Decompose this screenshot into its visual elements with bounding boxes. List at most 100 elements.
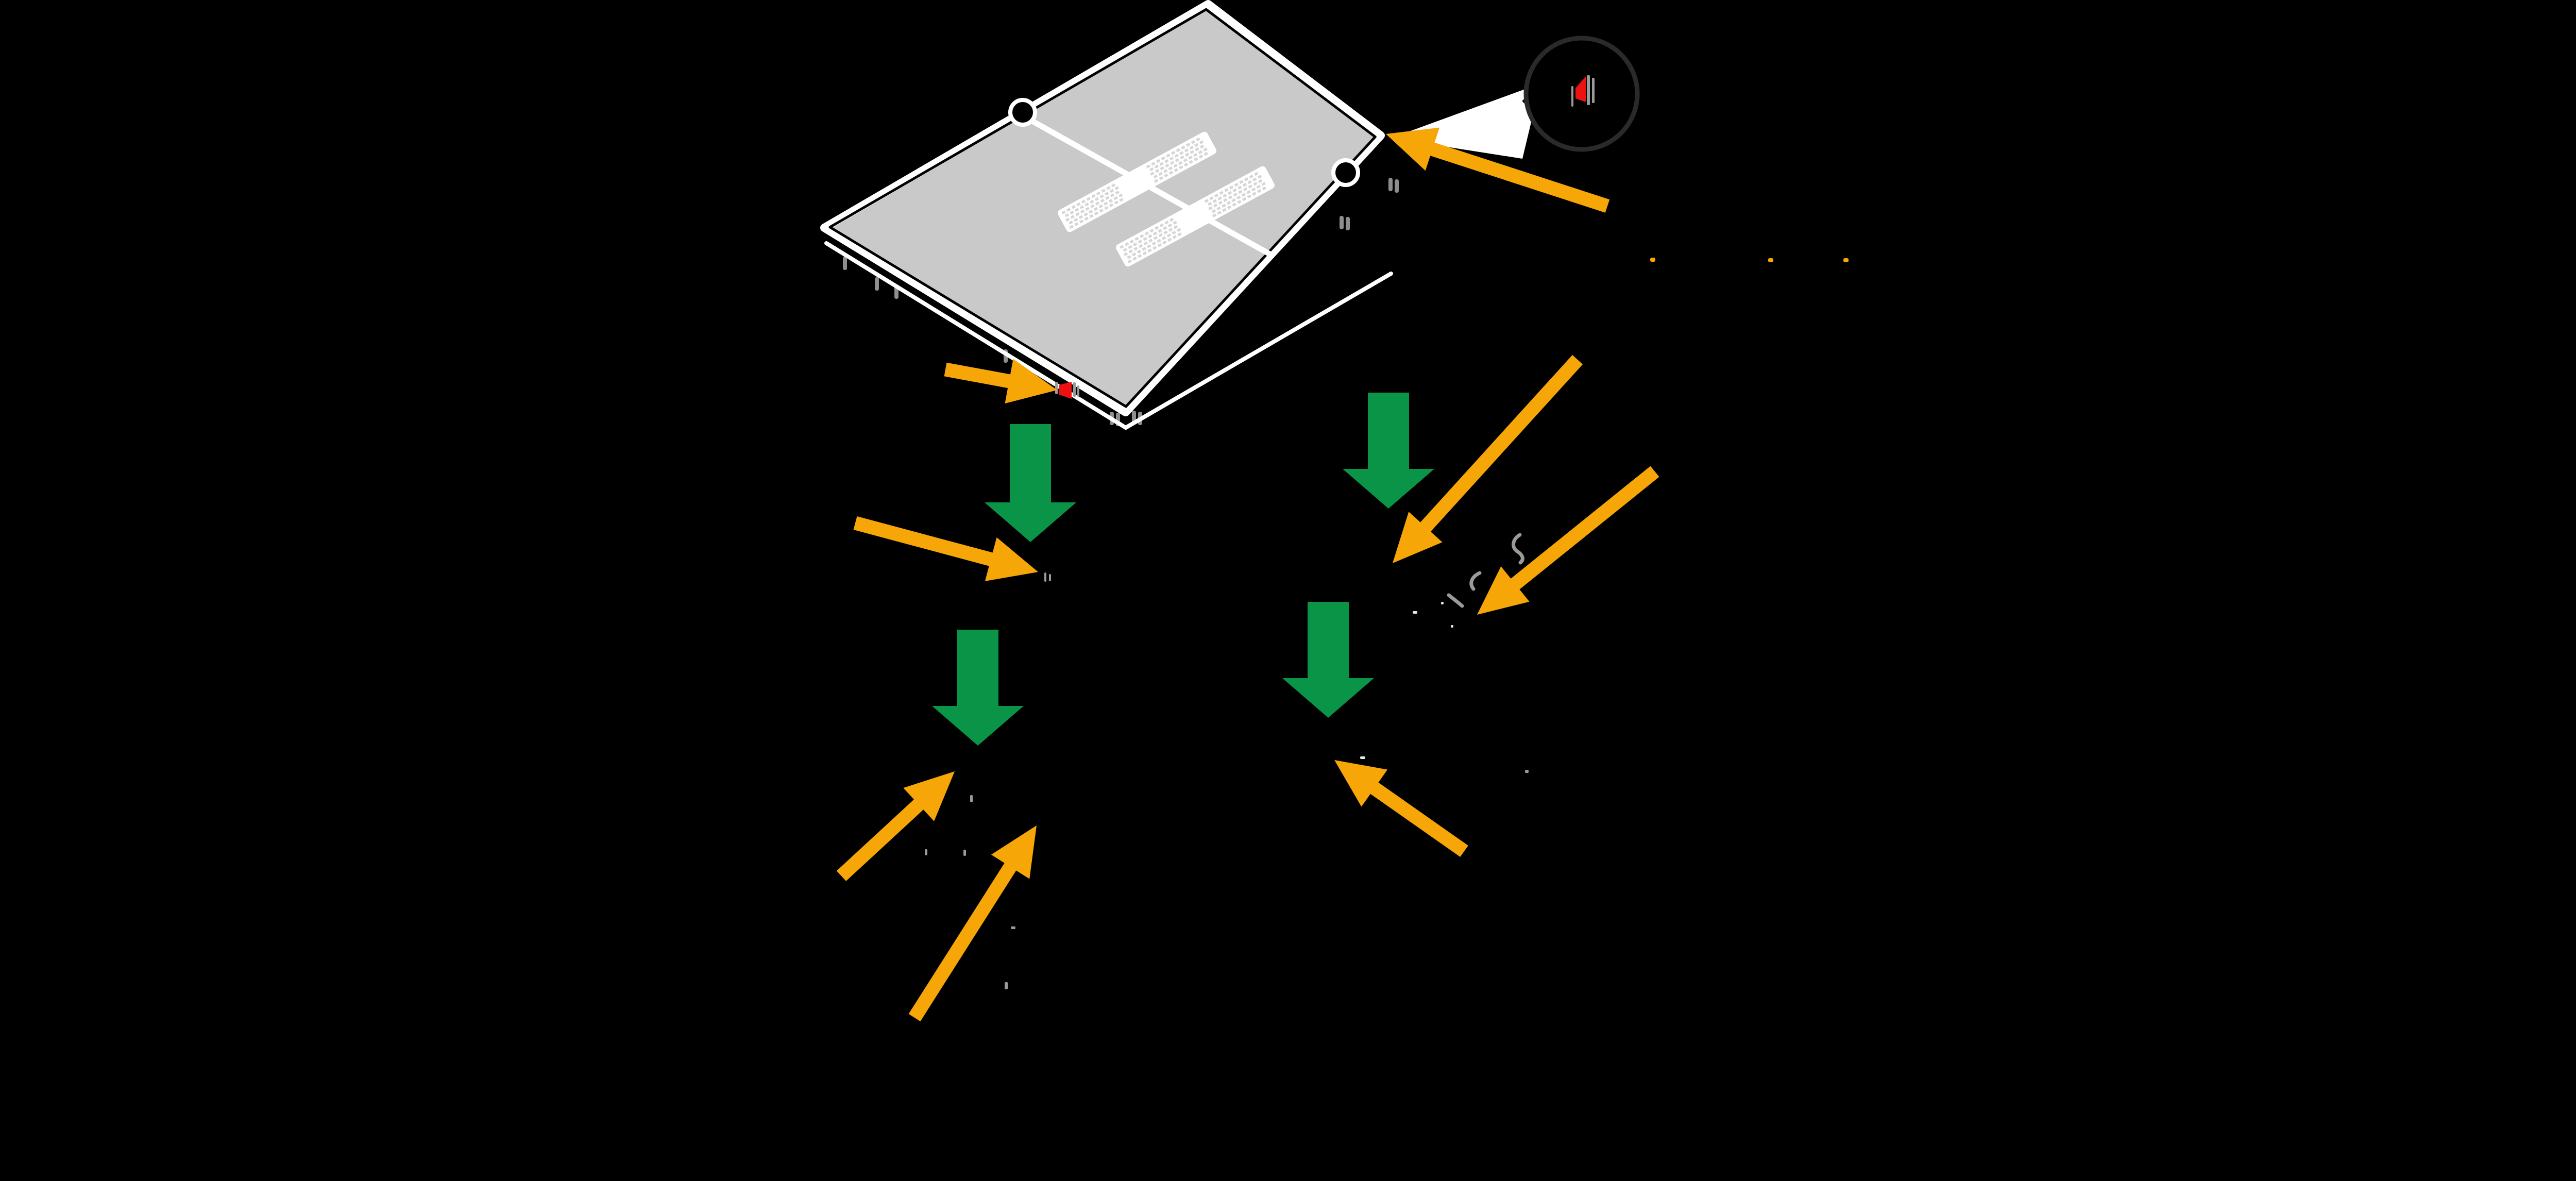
bond-pad: [1228, 195, 1233, 199]
bond-pad: [1155, 168, 1160, 173]
bond-pad: [1070, 210, 1074, 215]
bond-pad: [1079, 205, 1084, 209]
micro-device-speck: [1044, 572, 1046, 582]
bond-pad: [1099, 194, 1104, 198]
bond-pad: [1078, 215, 1083, 220]
pad-array-strip: [1116, 166, 1275, 267]
bond-pad: [1150, 172, 1155, 176]
bond-pad: [1174, 154, 1179, 158]
bond-pad: [1065, 217, 1070, 222]
bond-pad: [1169, 156, 1174, 161]
bond-pad: [1105, 196, 1110, 200]
magnified-antenna-red: [1575, 76, 1586, 102]
bond-pad: [1209, 196, 1214, 200]
orange-speck: [1768, 258, 1773, 262]
bond-pad: [1118, 193, 1123, 198]
bond-pad: [1164, 221, 1169, 225]
bond-pad: [1096, 191, 1101, 196]
bond-pad: [1154, 179, 1159, 183]
bond-pad: [1161, 236, 1166, 240]
bond-pad: [1164, 159, 1169, 163]
green-arrow-left-top: [985, 424, 1076, 542]
bond-pad: [1091, 194, 1096, 198]
magnified-antenna-contact: [1571, 86, 1573, 107]
bond-pad: [1171, 150, 1176, 155]
bond-pad: [1212, 199, 1217, 204]
bond-pad: [1229, 185, 1234, 190]
bond-pad: [1071, 205, 1076, 209]
bond-pad: [1222, 208, 1227, 212]
bond-pad: [1139, 234, 1144, 239]
bond-pad: [1185, 143, 1191, 147]
micro-device-speck: [1011, 926, 1015, 929]
bond-pad: [1184, 148, 1189, 153]
bond-pad: [1252, 177, 1257, 182]
bond-pad: [1214, 193, 1219, 198]
bond-pad: [1248, 184, 1253, 189]
bond-pad: [1256, 184, 1261, 189]
bond-pad: [1104, 191, 1109, 196]
bond-pad: [1103, 201, 1108, 206]
bond-pad: [1119, 197, 1124, 202]
bond-pad: [1237, 199, 1242, 204]
bond-pad: [1191, 140, 1196, 144]
micro-device-speck: [925, 849, 927, 855]
bond-pad: [1204, 199, 1209, 203]
bond-pad: [1129, 239, 1134, 244]
bond-pad: [1123, 252, 1128, 257]
bond-pad: [1085, 207, 1090, 211]
bond-pad: [1156, 159, 1161, 163]
bond-pad: [1246, 190, 1251, 194]
bond-pad: [1137, 249, 1142, 254]
bond-pad: [1132, 257, 1137, 261]
bond-pad: [1106, 186, 1111, 190]
bond-pad: [1174, 168, 1179, 172]
bond-pad: [1084, 216, 1089, 221]
bond-pad: [1099, 208, 1104, 213]
bond-pad: [1124, 242, 1129, 246]
corner-antenna-contact: [1073, 382, 1076, 397]
bond-pad: [1128, 245, 1132, 249]
bond-pad: [1221, 204, 1226, 208]
bond-pad: [1198, 150, 1203, 155]
bond-pad: [1066, 208, 1071, 212]
bond-pad: [1152, 246, 1157, 250]
bond-pad: [1244, 177, 1249, 181]
bond-pad: [1142, 251, 1147, 256]
orange-arrow-magnified-corner: [1386, 127, 1610, 213]
bond-pad: [1089, 199, 1094, 204]
board-pin: [1395, 179, 1399, 193]
orange-speck: [1650, 258, 1655, 262]
bond-pad: [1162, 226, 1167, 230]
bond-pad: [1128, 249, 1133, 254]
corner-antenna-red: [1059, 382, 1072, 399]
bond-pad: [1179, 165, 1183, 170]
bond-pad: [1236, 195, 1241, 200]
bond-pad: [1212, 213, 1217, 217]
bond-pad: [1076, 202, 1081, 207]
corner-antenna-contact: [1055, 382, 1058, 394]
bond-pad: [1154, 164, 1159, 169]
bond-pad: [1143, 237, 1147, 241]
green-arrow-left-bottom: [932, 630, 1024, 746]
bond-pad: [1144, 231, 1149, 235]
bond-pad: [1132, 242, 1138, 247]
bond-pad: [1073, 217, 1078, 222]
bond-pad: [1146, 244, 1151, 248]
board-thickness-edge: [824, 241, 1128, 430]
bond-pad: [1098, 204, 1103, 209]
bond-pad: [1173, 163, 1178, 168]
micro-device-speck: [1525, 770, 1529, 773]
bond-pad: [1123, 247, 1128, 252]
bond-pad: [1084, 202, 1089, 207]
bond-pad: [1199, 144, 1205, 149]
bond-pad: [1223, 198, 1228, 203]
bond-pad: [1157, 239, 1161, 243]
board-edge-notch: [1331, 158, 1360, 187]
bond-pad: [1217, 210, 1222, 215]
bond-pad: [1242, 197, 1247, 201]
bond-pad: [1189, 145, 1194, 150]
bond-pad: [1208, 206, 1213, 210]
green-arrow-right-top: [1343, 393, 1434, 509]
